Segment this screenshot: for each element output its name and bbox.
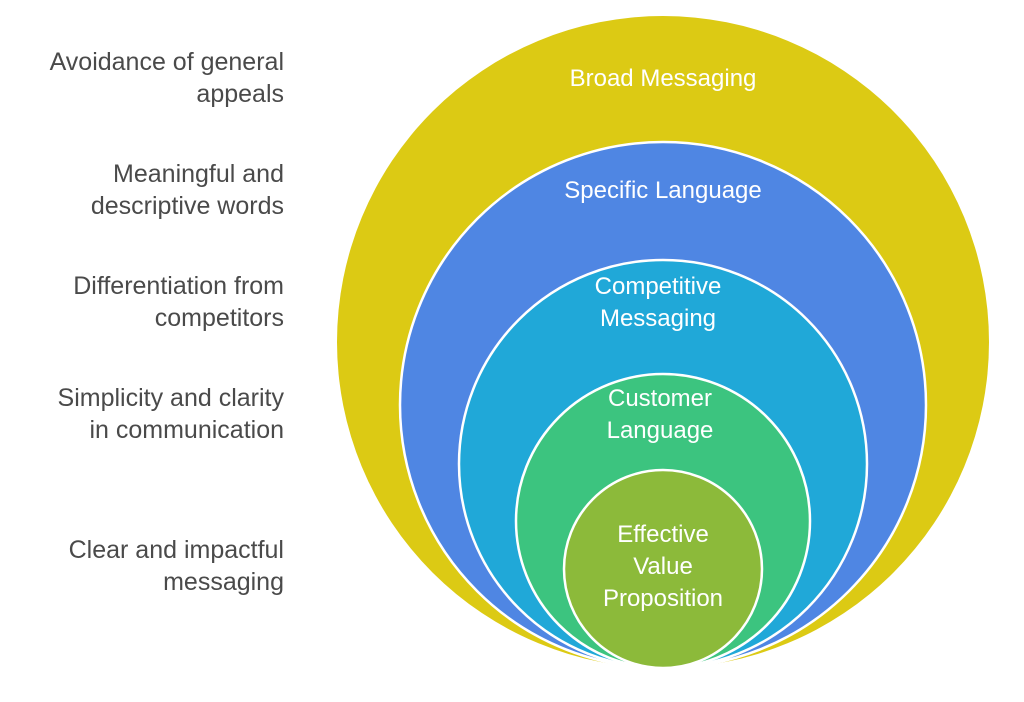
label-specific-language: Specific Language xyxy=(564,177,761,204)
description-customer-language: Simplicity and clarity in communication xyxy=(57,384,284,444)
description-specific-language: Meaningful and descriptive words xyxy=(90,160,284,220)
description-broad-messaging: Avoidance of general appeals xyxy=(49,48,284,108)
label-broad-messaging: Broad Messaging xyxy=(570,65,757,92)
description-effective-value-proposition: Clear and impactful messaging xyxy=(68,536,284,596)
description-competitive-messaging: Differentiation from competitors xyxy=(73,272,284,332)
ring-effective-value-proposition xyxy=(562,468,764,670)
